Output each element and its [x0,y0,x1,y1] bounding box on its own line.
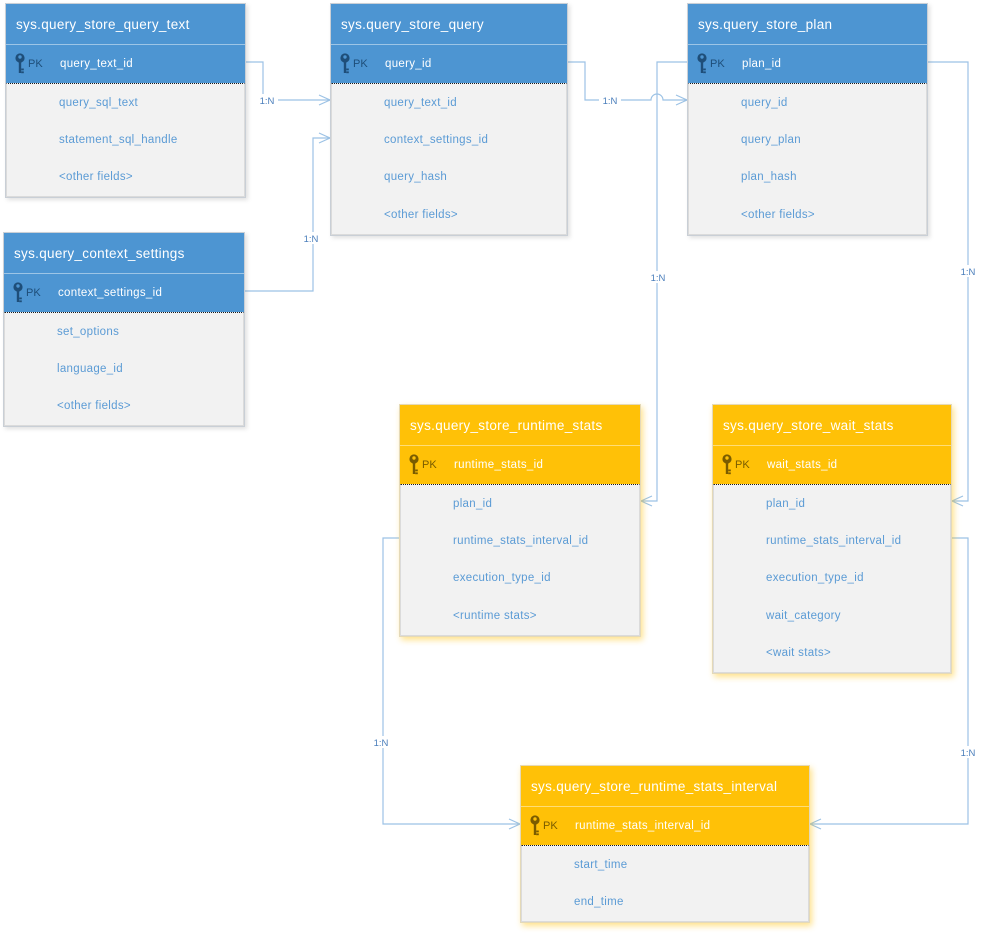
field-list: query_text_id context_settings_id query_… [331,83,567,235]
field-row: start_time [574,858,628,871]
field-row: runtime_stats_interval_id [766,535,902,548]
table-query-store-runtime-stats-interval: sys.query_store_runtime_stats_interval P… [520,765,810,923]
primary-key-icon [530,815,540,836]
primary-key-icon [340,53,350,74]
table-title: sys.query_store_plan [688,4,927,44]
field-row: query_sql_text [59,96,138,109]
arrowhead-icon [318,94,332,106]
field-row: <runtime stats> [453,609,537,622]
field-list: plan_id runtime_stats_interval_id execut… [400,484,640,636]
pk-field-name: context_settings_id [58,287,163,299]
pk-badge: PK [422,459,437,471]
field-row: execution_type_id [453,572,551,585]
field-row: language_id [57,363,123,376]
field-row: end_time [574,896,624,909]
field-row: <wait stats> [766,647,831,660]
field-row: <other fields> [59,171,133,184]
pk-badge: PK [353,58,368,70]
pk-field-name: query_text_id [60,58,133,70]
pk-field-name: runtime_stats_interval_id [575,820,711,832]
field-list: query_id query_plan plan_hash <other fie… [688,83,927,235]
field-row: plan_hash [741,171,797,184]
primary-key-icon [15,53,25,74]
pk-field-name: plan_id [742,58,782,70]
connector-plan-to-runtime-stats [641,61,687,502]
table-title: sys.query_store_runtime_stats_interval [521,766,809,806]
table-query-context-settings: sys.query_context_settings PK context_se… [3,232,245,428]
field-row: query_id [741,96,788,109]
table-query-store-plan: sys.query_store_plan PK plan_id query_id… [687,3,928,236]
pk-row: PK plan_id [688,44,927,83]
field-row: query_text_id [384,96,457,109]
pk-row: PK query_text_id [6,44,245,83]
table-title: sys.query_store_query_text [6,4,245,44]
pk-row: PK context_settings_id [4,273,244,312]
cardinality-label: 1:N [961,748,976,759]
field-list: query_sql_text statement_sql_handle <oth… [6,83,245,198]
connector-query-text-to-query [246,61,330,101]
pk-badge: PK [543,820,558,832]
pk-badge: PK [735,459,750,471]
arrowhead-icon [675,94,689,106]
pk-field-name: runtime_stats_id [454,459,544,471]
field-row: query_hash [384,171,448,184]
field-row: execution_type_id [766,572,864,585]
field-list: plan_id runtime_stats_interval_id execut… [713,484,951,673]
field-row: plan_id [766,497,806,510]
table-title: sys.query_store_runtime_stats [400,405,640,445]
arrowhead-icon [950,495,964,507]
arrowhead-icon [318,132,332,144]
table-query-store-query-text: sys.query_store_query_text PK query_text… [5,3,246,199]
field-row: query_plan [741,134,801,147]
pk-badge: PK [710,58,725,70]
table-query-store-query: sys.query_store_query PK query_id query_… [330,3,568,236]
cardinality-label: 1:N [603,96,618,107]
pk-field-name: wait_stats_id [767,459,838,471]
pk-row: PK wait_stats_id [713,445,951,484]
field-row: set_options [57,325,120,338]
table-query-store-runtime-stats: sys.query_store_runtime_stats PK runtime… [399,404,641,637]
pk-field-name: query_id [385,58,432,70]
table-title: sys.query_store_query [331,4,567,44]
cardinality-label: 1:N [260,96,275,107]
primary-key-icon [13,282,23,303]
cardinality-label: 1:N [961,267,976,278]
field-row: plan_id [453,497,493,510]
pk-row: PK runtime_stats_id [400,445,640,484]
table-title: sys.query_context_settings [4,233,244,273]
cardinality-label: 1:N [374,738,389,749]
pk-badge: PK [26,287,41,299]
field-row: context_settings_id [384,134,489,147]
field-list: set_options language_id <other fields> [4,312,244,427]
field-row: runtime_stats_interval_id [453,535,589,548]
connector-context-settings-to-query [245,137,330,292]
field-row: wait_category [766,609,841,622]
arrowhead-icon [508,818,522,830]
pk-row: PK query_id [331,44,567,83]
table-title: sys.query_store_wait_stats [713,405,951,445]
arrowhead-icon [639,495,653,507]
primary-key-icon [697,53,707,74]
field-row: <other fields> [57,400,131,413]
cardinality-label: 1:N [651,273,666,284]
cardinality-label: 1:N [304,234,319,245]
pk-badge: PK [28,58,43,70]
primary-key-icon [722,454,732,475]
field-row: statement_sql_handle [59,134,178,147]
connector-query-to-plan [568,61,687,101]
primary-key-icon [409,454,419,475]
table-query-store-wait-stats: sys.query_store_wait_stats PK wait_stats… [712,404,952,674]
arrowhead-icon [808,818,822,830]
field-list: start_time end_time [521,845,809,922]
field-row: <other fields> [741,208,815,221]
field-row: <other fields> [384,208,458,221]
pk-row: PK runtime_stats_interval_id [521,806,809,845]
